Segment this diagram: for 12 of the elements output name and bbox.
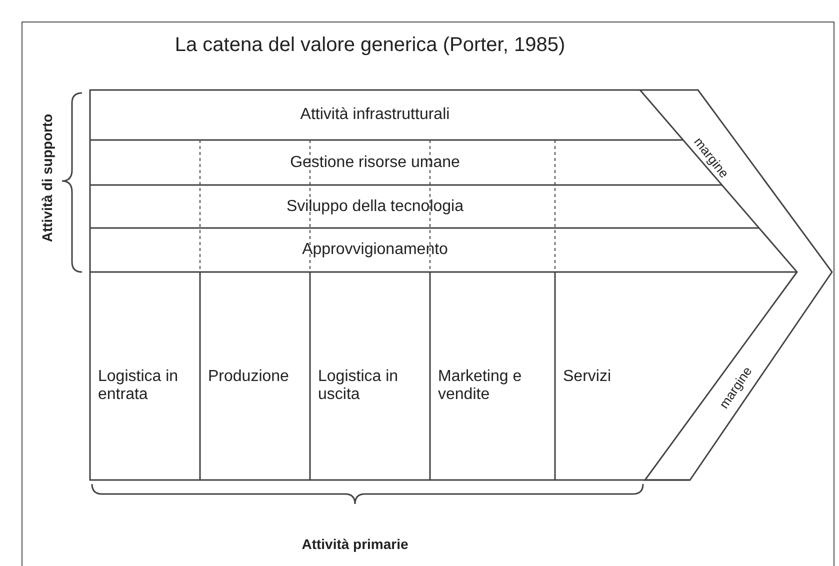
support-activity-label: Gestione risorse umane [290,154,460,172]
section-label: Attività di supporto [39,112,55,244]
primary-activity-label: Logistica in uscita [318,368,400,405]
support-activity-label: Sviluppo della tecnologia [286,198,464,216]
primary-activity-label: Logistica in entrata [98,368,180,405]
support-activity-label: Approvvigionamento [302,241,448,259]
primary-activity-label: Produzione [208,368,289,386]
primary-activity-label: Servizi [563,368,612,386]
diagram-title: La catena del valore generica (Porter, 1985) [174,34,566,57]
primary-activity-label: Marketing e vendite [438,368,523,405]
support-activity-label: Attività infrastrutturali [300,106,450,124]
section-label: Attività primarie [300,536,410,552]
